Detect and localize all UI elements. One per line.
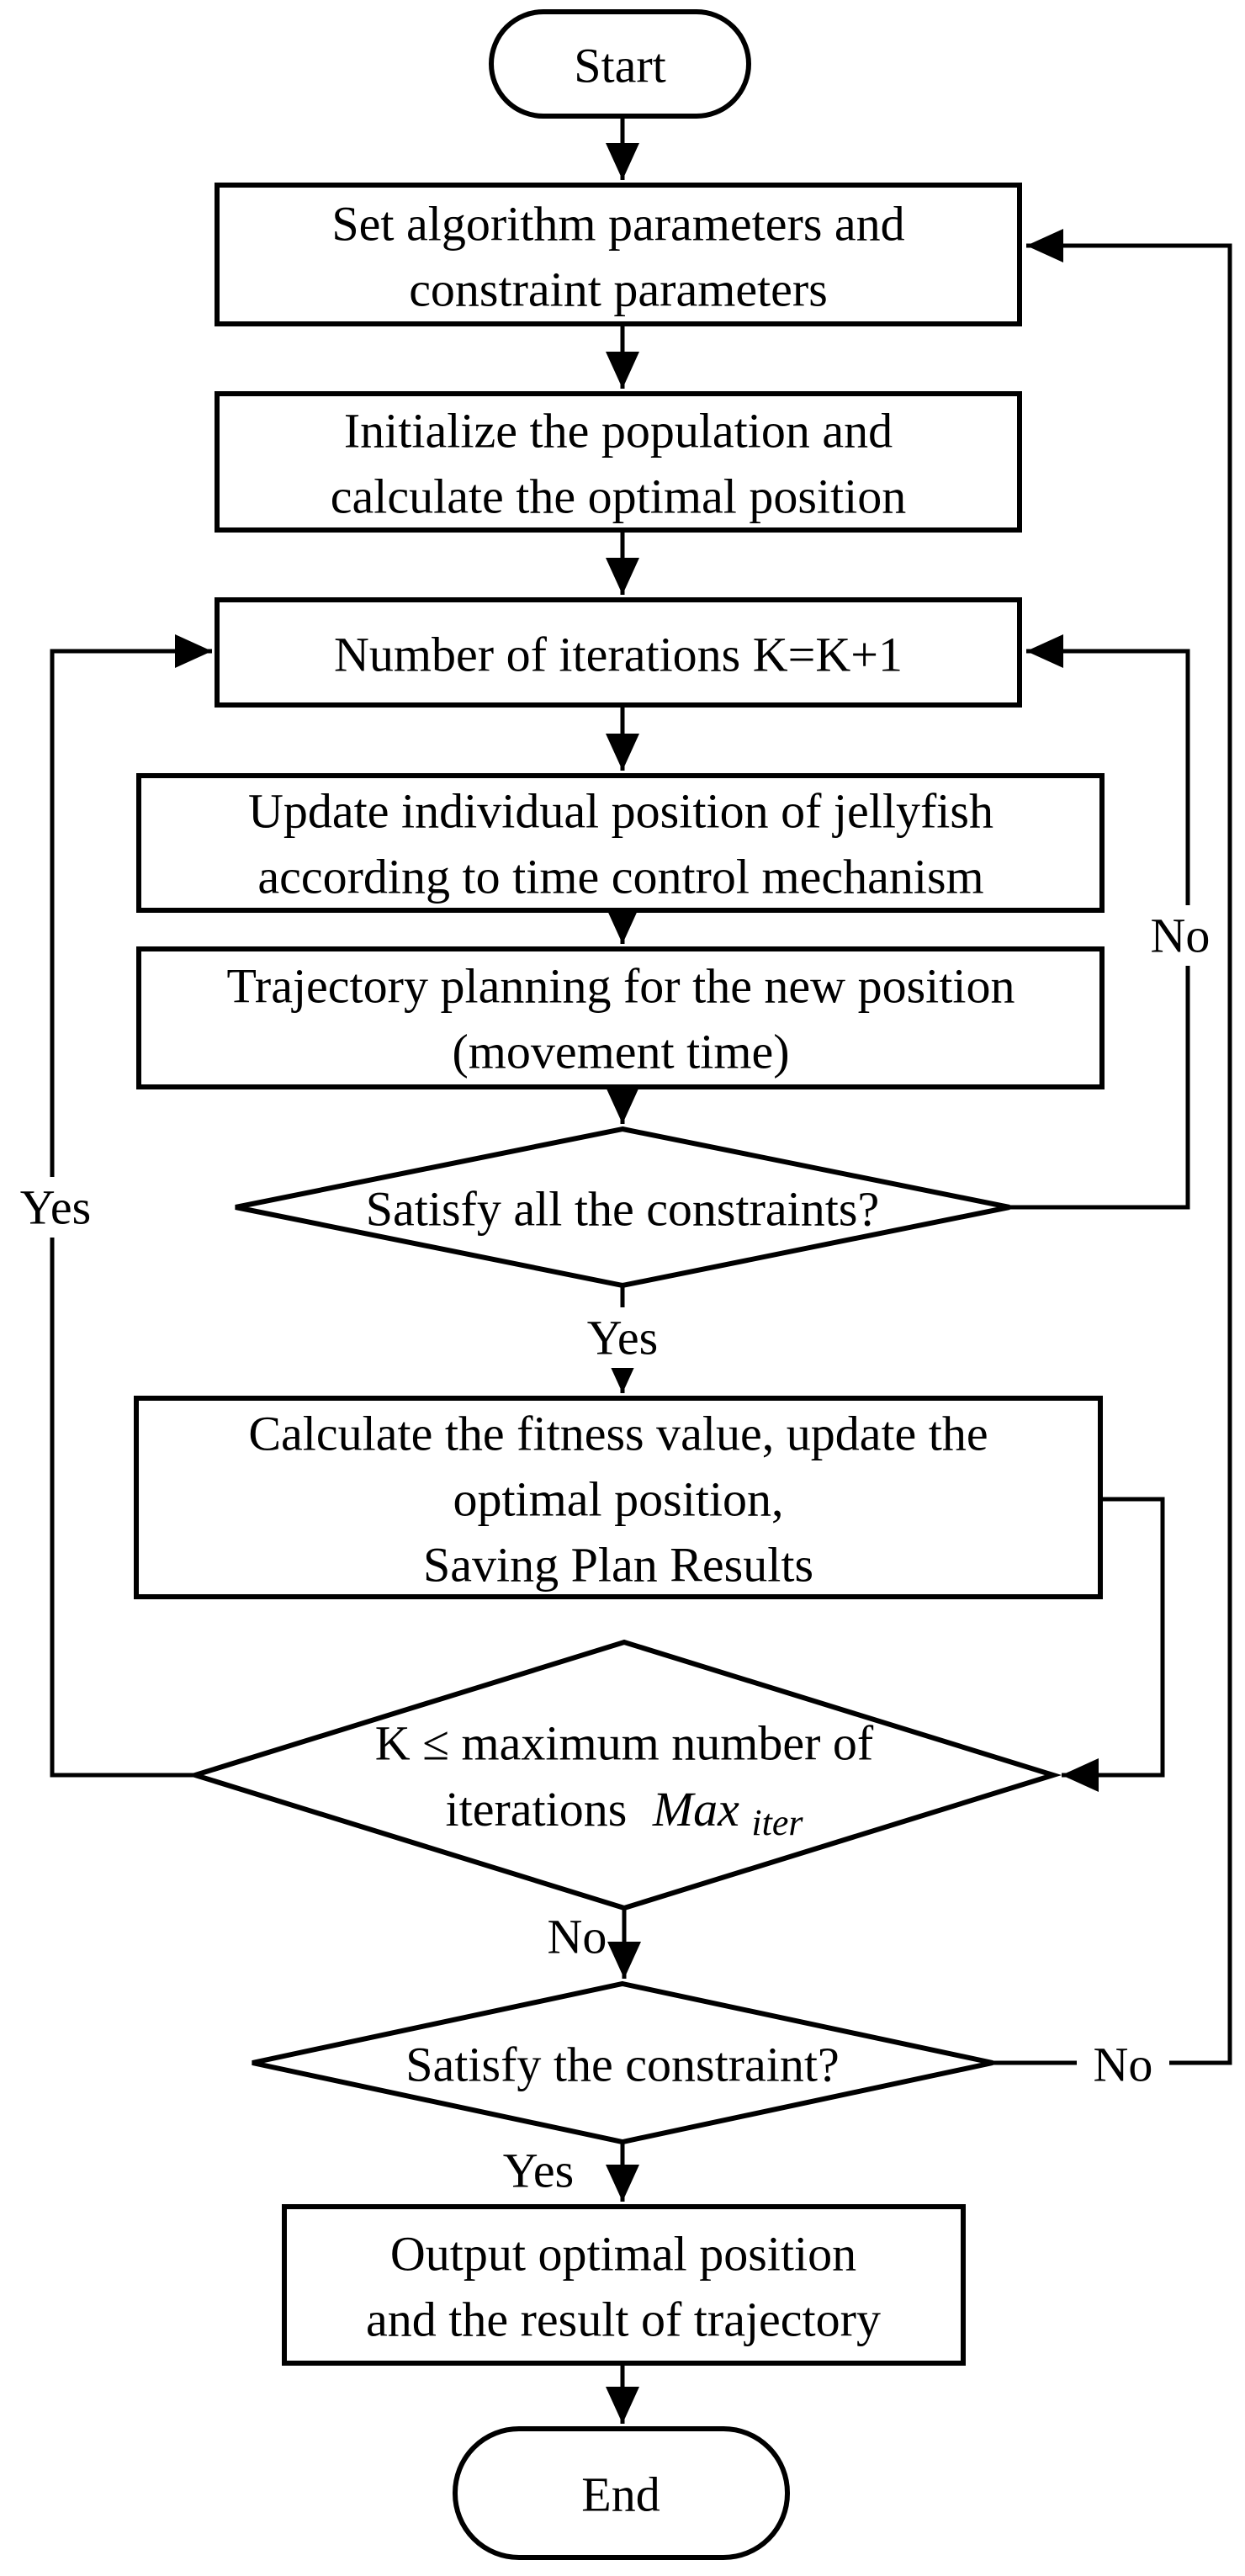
set-params-line-1: Set algorithm parameters and — [331, 197, 904, 252]
iteration-counter-process — [215, 597, 1022, 708]
start-label: Start — [574, 39, 666, 93]
trajectory-planning-process — [136, 946, 1105, 1089]
label-bg-constraint-no — [1077, 2033, 1169, 2093]
end-label: End — [581, 2467, 660, 2522]
trajectory-planning-line-2: (movement time) — [452, 1025, 789, 1079]
output-result-line-2: and the result of trajectory — [366, 2292, 881, 2347]
constraint-decision-diamond — [252, 1980, 993, 2145]
constraint-decision-label: Satisfy the constraint? — [405, 2038, 839, 2092]
max-iter-variable: Max — [652, 1782, 739, 1837]
calculate-fitness-line-1: Calculate the fitness value, update the — [248, 1407, 988, 1461]
start-terminator — [489, 9, 751, 119]
init-population-process — [215, 391, 1022, 533]
edge-label-max-iter-no: No — [548, 1910, 607, 1964]
label-bg-max-iter-yes — [7, 1177, 104, 1238]
init-population-line-2: calculate the optimal position — [331, 469, 907, 524]
max-iter-decision-diamond — [186, 1639, 1062, 1911]
output-result-process — [282, 2204, 966, 2366]
calculate-fitness-line-2: optimal position, — [453, 1472, 783, 1527]
arrow-fitness-to-max-iter — [1062, 1497, 1165, 1792]
calculate-fitness-line-3: Saving Plan Results — [423, 1538, 813, 1593]
constraints-decision-label: Satisfy all the constraints? — [366, 1182, 879, 1237]
constraints-decision-diamond — [235, 1126, 1010, 1289]
edge-label-constraint-yes: Yes — [503, 2144, 574, 2198]
iteration-counter-label: Number of iterations K=K+1 — [334, 628, 903, 682]
label-bg-constraints-no — [1136, 905, 1225, 966]
update-position-process — [136, 773, 1105, 913]
calculate-fitness-process — [134, 1396, 1103, 1599]
edge-label-constraint-no: No — [1094, 2038, 1153, 2092]
edge-label-max-iter-yes: Yes — [20, 1180, 91, 1235]
loop-constraint-no-to-set-params — [993, 229, 1232, 2065]
update-position-line-2: according to time control mechanism — [257, 850, 983, 904]
max-iter-line2-prefix: iterations — [445, 1782, 627, 1837]
end-terminator — [453, 2426, 790, 2560]
trajectory-planning-line-1: Trajectory planning for the new position — [227, 959, 1015, 1014]
output-result-line-1: Output optimal position — [390, 2227, 856, 2282]
edge-label-constraints-no: No — [1151, 909, 1211, 963]
max-iter-decision-line-1: K ≤ maximum number of — [375, 1716, 874, 1771]
set-params-process — [215, 183, 1022, 326]
init-population-line-1: Initialize the population and — [344, 404, 893, 458]
label-bg-constraints-yes — [572, 1307, 673, 1368]
edge-label-constraints-yes: Yes — [587, 1311, 658, 1365]
max-iter-subscript: iter — [751, 1802, 803, 1843]
set-params-line-2: constraint parameters — [409, 262, 828, 317]
update-position-line-1: Update individual position of jellyfish — [248, 784, 993, 839]
max-iter-decision-line-2: iterations Max iter — [445, 1782, 803, 1843]
